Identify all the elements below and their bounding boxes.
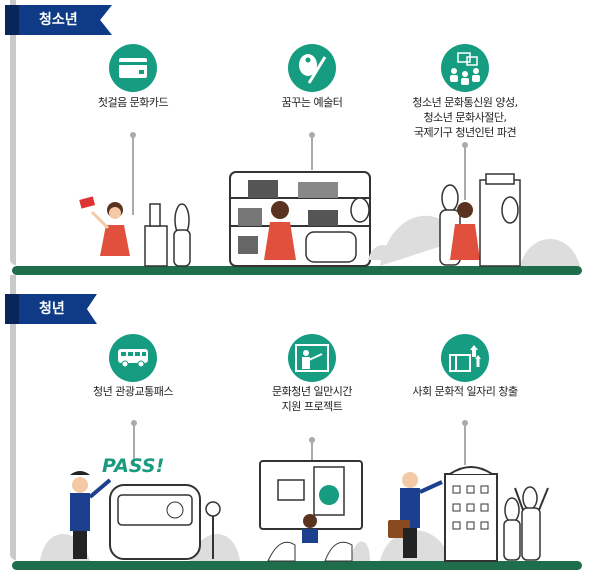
- bus-icon: [109, 334, 157, 382]
- card-scene-illustration: [79, 196, 191, 267]
- timeline-bar: [10, 275, 16, 560]
- item-label: 청소년 문화통신원 양성, 청소년 문화사절단, 국제기구 청년인턴 파견: [412, 96, 518, 139]
- connector-line: [311, 135, 313, 170]
- ground-line: [12, 561, 582, 570]
- item-label: 첫걸음 문화카드: [97, 96, 169, 109]
- section-banner-young-adult: 청년: [5, 294, 97, 324]
- people-chat-icon: [441, 44, 489, 92]
- connector-line: [133, 423, 135, 463]
- section-title: 청소년: [13, 5, 112, 35]
- bus-scene-illustration: [40, 471, 240, 561]
- ground-line: [12, 266, 582, 275]
- cultural-exchange-illustration: [380, 173, 580, 267]
- connector-line: [464, 423, 466, 465]
- item-label: 청년 관광교통패스: [93, 385, 173, 398]
- office-building-illustration: [380, 466, 549, 562]
- teacher-board-icon: [288, 334, 336, 382]
- connector-line: [132, 135, 134, 215]
- classroom-illustration: [259, 460, 370, 562]
- connector-line: [464, 145, 466, 200]
- card-icon: [109, 44, 157, 92]
- banner-pole: [5, 294, 19, 324]
- section-title: 청년: [13, 294, 97, 324]
- job-growth-icon: [441, 334, 489, 382]
- timeline-bar: [10, 0, 16, 265]
- art-studio-illustration: [229, 171, 396, 267]
- section-banner-youth: 청소년: [5, 5, 112, 35]
- banner-pole: [5, 5, 19, 35]
- item-label: 사회 문화적 일자리 창출: [412, 385, 518, 398]
- item-label: 문화청년 일만시간 지원 프로젝트: [272, 385, 352, 413]
- connector-line: [311, 440, 313, 462]
- palette-icon: [288, 44, 336, 92]
- pass-text: PASS!: [102, 455, 165, 477]
- item-label: 꿈꾸는 예술터: [281, 96, 343, 109]
